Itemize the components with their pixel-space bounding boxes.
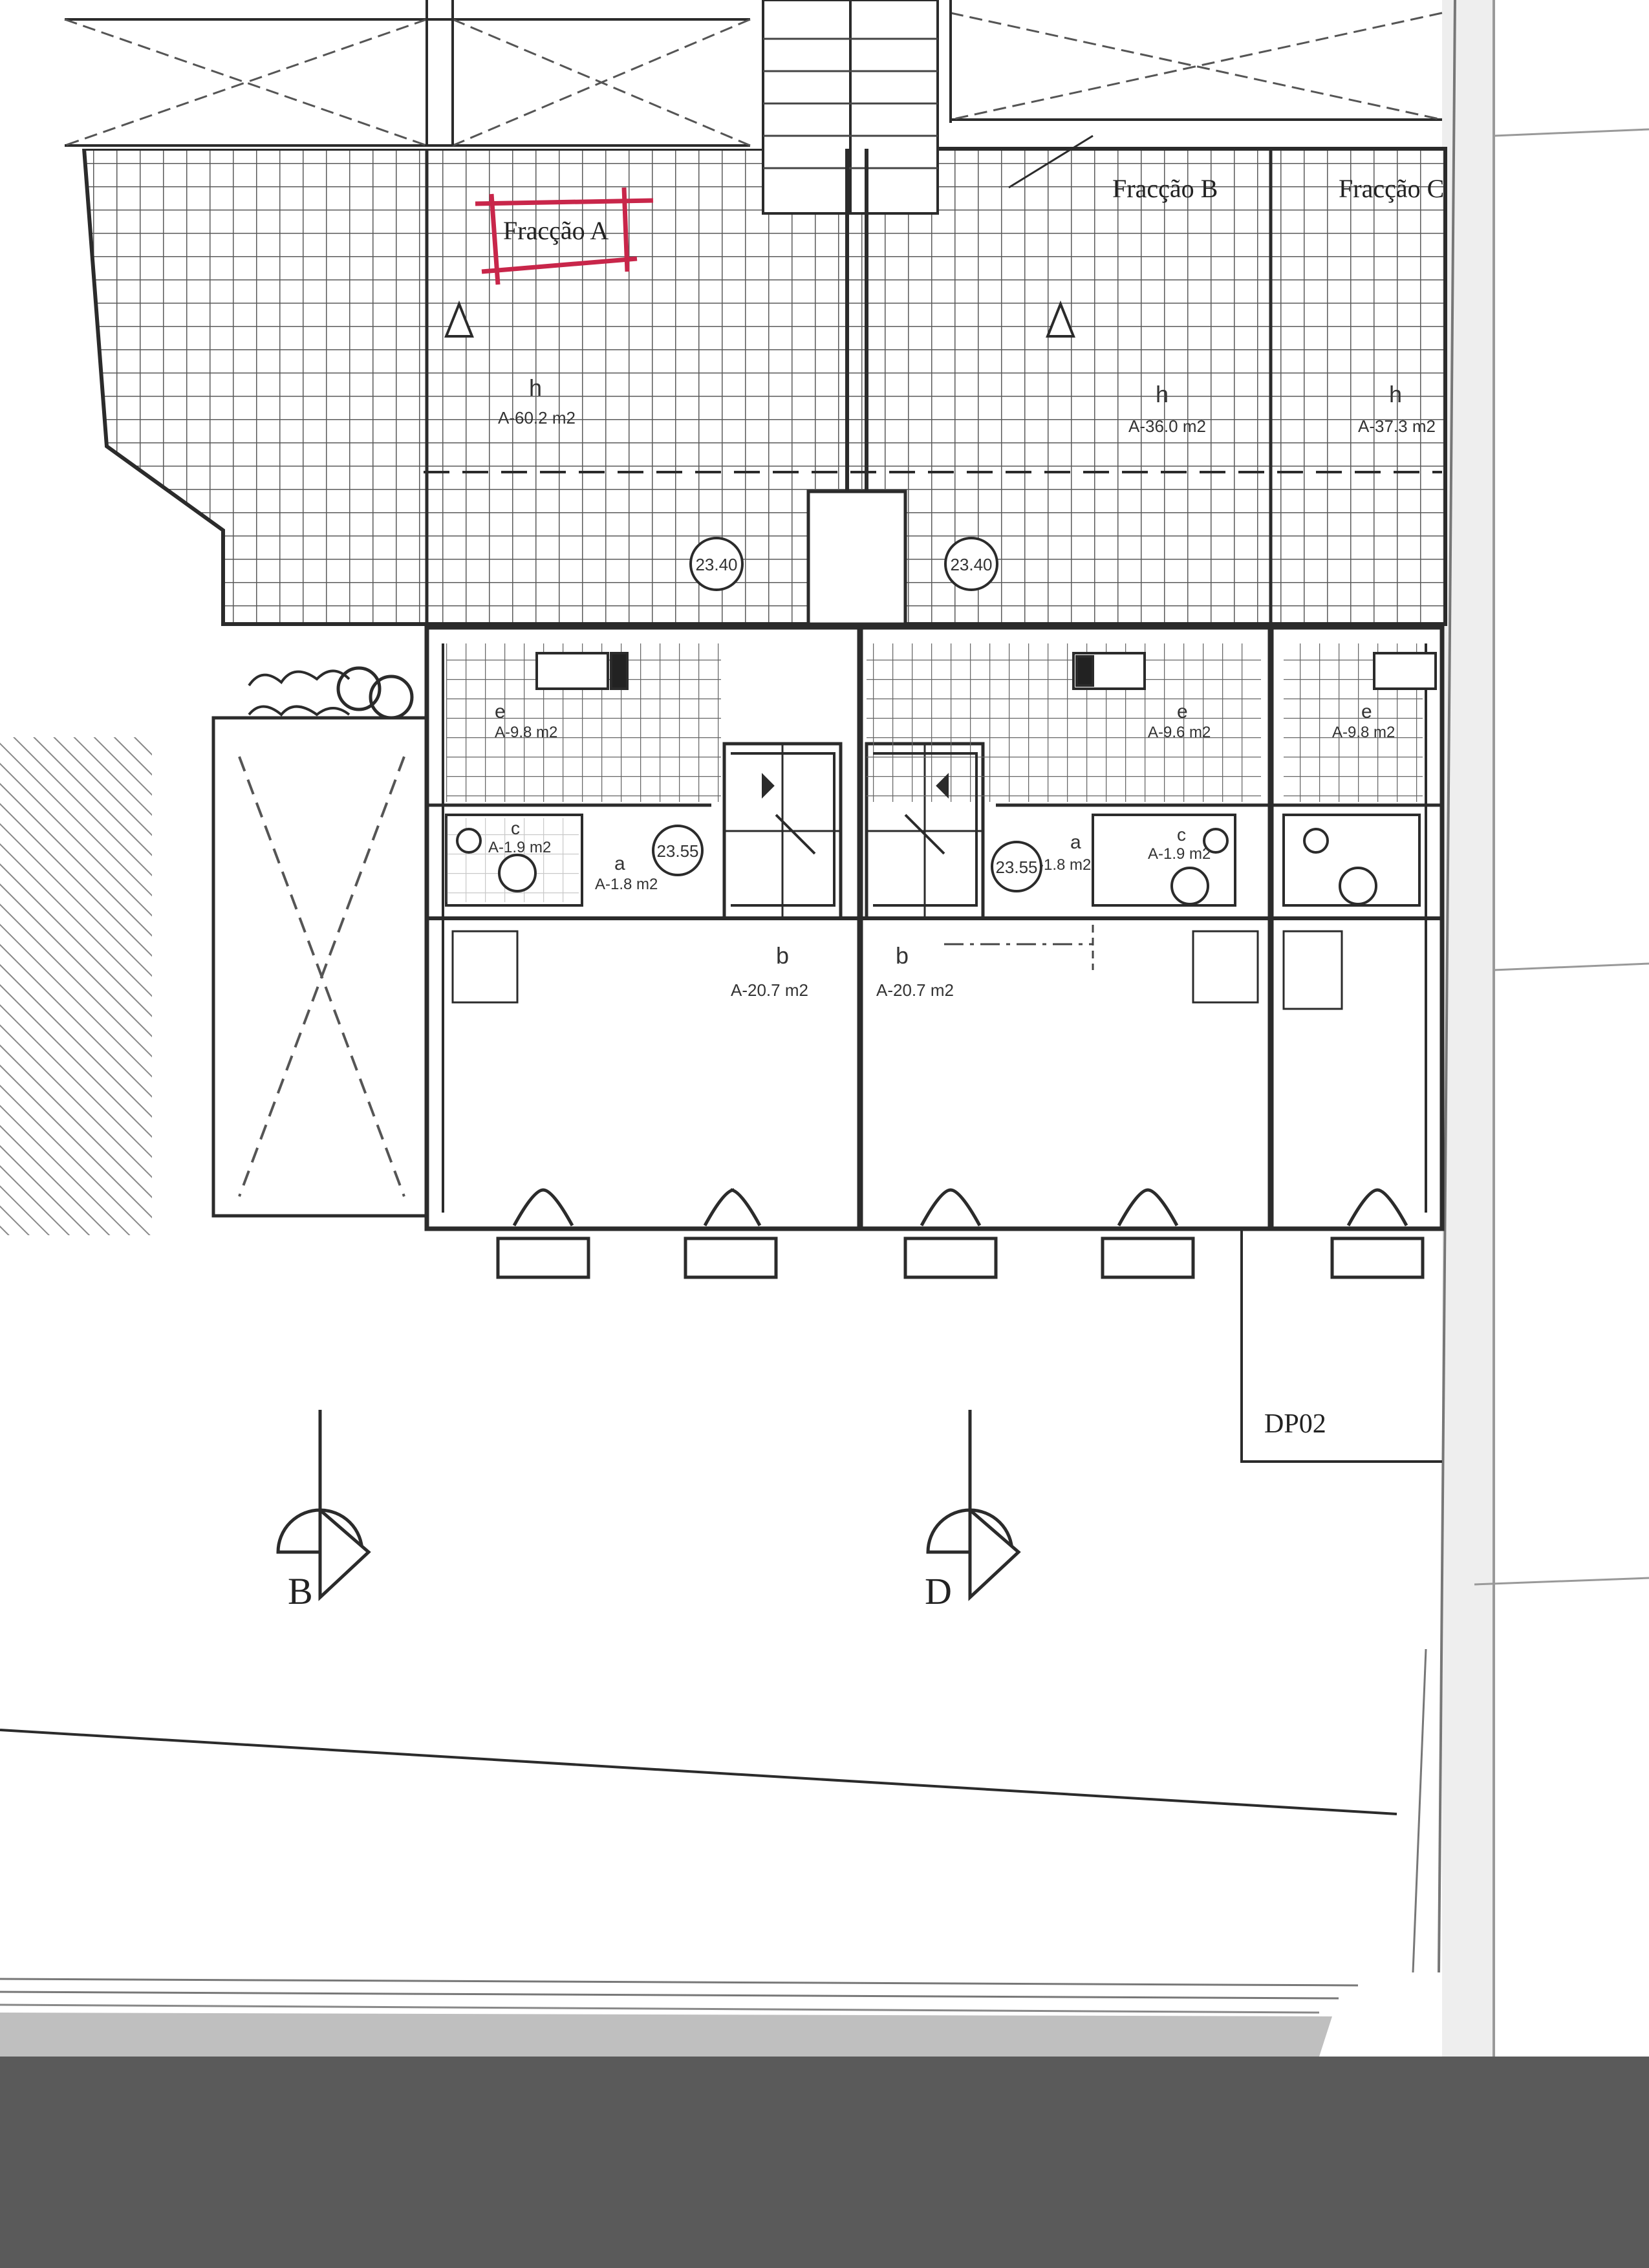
room-b-area-left: A-20.7 m2 xyxy=(731,980,808,1000)
room-b-area-right: A-20.7 m2 xyxy=(876,980,954,1000)
garden-area xyxy=(211,716,429,1218)
level-marker-upper-right: 23.40 xyxy=(944,537,998,591)
svg-text:23.55: 23.55 xyxy=(656,841,698,861)
room-c-code-a: c xyxy=(511,818,520,838)
sheet-ref-label: DP02 xyxy=(1264,1409,1326,1439)
room-b-code-right: b xyxy=(896,942,909,969)
room-c-area-b: A-1.9 m2 xyxy=(1148,845,1211,863)
room-e-area-b: A-9.6 m2 xyxy=(1148,724,1211,741)
fraction-a-highlight xyxy=(475,187,654,285)
section-marker-d xyxy=(926,1410,1021,1601)
room-h-area-b: A-36.0 m2 xyxy=(1128,416,1206,436)
level-marker-lower-right: 23.55 xyxy=(991,841,1042,892)
fraction-b-label: Fracção B xyxy=(1112,174,1218,203)
room-h-code-c: h xyxy=(1389,381,1402,407)
room-b-code-left: b xyxy=(776,942,789,969)
tree-symbol xyxy=(248,666,414,720)
room-e-area-a: A-9.8 m2 xyxy=(495,724,557,741)
room-e-code-b: e xyxy=(1177,701,1188,722)
svg-text:23.40: 23.40 xyxy=(695,555,737,574)
sink-icon xyxy=(456,652,1437,905)
level-marker-triangle xyxy=(444,300,474,338)
neighbour-hatched-wall xyxy=(0,737,152,1235)
staircase xyxy=(731,752,978,907)
room-a-code-a: a xyxy=(614,853,625,874)
room-h-code-a: h xyxy=(529,374,542,401)
kitchen-tiles-b xyxy=(867,643,1261,802)
front-door-windows xyxy=(496,1188,1425,1279)
plot-boundary-line xyxy=(0,1729,1397,1815)
room-h-area-c: A-37.3 m2 xyxy=(1358,416,1436,436)
room-h-area-a: A-60.2 m2 xyxy=(498,408,576,427)
room-e-area-c: A-9.8 m2 xyxy=(1332,724,1395,741)
room-a-code-b: a xyxy=(1070,832,1081,853)
level-marker-upper-left: 23.40 xyxy=(689,537,744,591)
fraction-c-label: Fracção C xyxy=(1339,174,1444,203)
sheet-ref-box xyxy=(1240,1229,1442,1463)
ground-floor-units xyxy=(424,625,1445,1231)
room-e-code-a: e xyxy=(495,701,506,722)
section-marker-d-label: D xyxy=(925,1570,952,1612)
room-h-code-b: h xyxy=(1156,381,1169,407)
section-marker-b-label: B xyxy=(288,1570,313,1612)
room-e-code-c: e xyxy=(1361,701,1372,722)
room-a-area-a: A-1.8 m2 xyxy=(595,876,658,893)
svg-text:23.40: 23.40 xyxy=(950,555,992,574)
room-c-code-b: c xyxy=(1177,825,1186,845)
svg-text:23.55: 23.55 xyxy=(995,858,1037,877)
terrace-tiled-area xyxy=(52,0,1447,626)
section-marker-b xyxy=(276,1410,371,1601)
level-marker-triangle xyxy=(1046,300,1075,338)
level-marker-lower-left: 23.55 xyxy=(652,825,704,876)
room-c-area-a: A-1.9 m2 xyxy=(488,839,551,856)
fraction-a-label: Fracção A xyxy=(503,216,609,245)
